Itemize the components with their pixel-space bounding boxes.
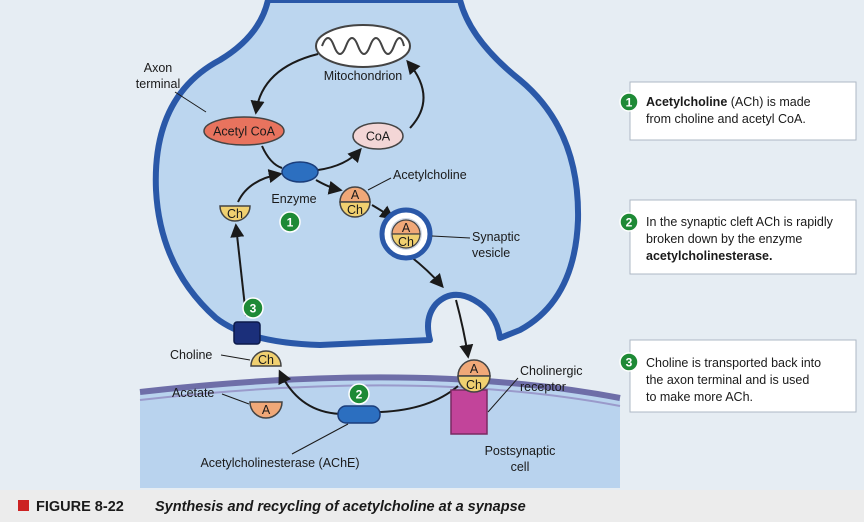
synaptic-vesicle-leader	[431, 235, 471, 239]
arrow-release-to-receptor	[455, 299, 474, 359]
note-3-marker	[619, 352, 639, 372]
cholinergic-receptor	[450, 389, 488, 435]
note-3-line-3: to make more ACh.	[646, 390, 753, 404]
receptor-a-label: A	[470, 362, 479, 376]
acetylcholine-leader	[367, 177, 392, 191]
marker-2-number: 2	[356, 388, 363, 402]
ache-label: Acetylcholinesterase (AChE)	[200, 456, 359, 470]
acetylcholine-label: Acetylcholine	[393, 168, 467, 182]
caption-text: Synthesis and recycling of acetylcholine…	[155, 499, 526, 515]
receptor-bound-ach	[457, 359, 491, 393]
acetate-half	[249, 401, 283, 419]
note-3: 3 Choline is transported back into the a…	[619, 339, 857, 413]
choline-leader	[220, 354, 251, 361]
arrow-enzyme-to-ach	[315, 179, 343, 195]
note-2-line-3: acetylcholinesterase.	[646, 249, 772, 263]
coa-molecule	[352, 122, 404, 150]
note-2-line-1: In the synaptic cleft ACh is rapidly	[646, 215, 834, 229]
note-1-number: 1	[626, 96, 633, 110]
note-1-rest: (ACh) is made	[727, 95, 810, 109]
axon-terminal-leader	[174, 91, 207, 113]
note-2: 2 In the synaptic cleft ACh is rapidly b…	[619, 199, 857, 275]
acetyl-coa-label: Acetyl CoA	[213, 125, 275, 139]
enzyme-molecule	[281, 161, 319, 183]
cholinergic-receptor-leader	[487, 377, 519, 413]
ache-enzyme	[337, 405, 381, 424]
marker-2	[348, 383, 370, 405]
marker-1-number: 1	[287, 216, 294, 230]
note-2-marker	[619, 212, 639, 232]
note-3-number: 3	[626, 356, 633, 370]
acetylcholine-molecule	[339, 186, 371, 218]
arrow-choline-transport	[230, 223, 247, 317]
choline-half-cleft	[250, 350, 282, 367]
caption-figure-number: FIGURE 8-22	[36, 499, 124, 515]
arrow-coa-to-mito	[406, 59, 425, 129]
vesicle-a-label: A	[402, 221, 411, 235]
cholinergic-receptor-label-1: Cholinergic	[520, 364, 583, 378]
postsynaptic-cell-label-1: Postsynaptic	[485, 444, 556, 458]
note-1-marker	[619, 92, 639, 112]
acetate-label: Acetate	[172, 386, 214, 400]
vesicle-ach-top	[391, 219, 421, 235]
note-2-line-2: broken down by the enzyme	[646, 232, 802, 246]
arrow-acetylcoa-to-enzyme	[261, 145, 283, 169]
note-2-number: 2	[626, 216, 633, 230]
note-1-line-2: from choline and acetyl CoA.	[646, 112, 806, 126]
note-3-line-1: Choline is transported back into	[646, 356, 821, 370]
marker-3-number: 3	[250, 302, 257, 316]
acetate-leader	[221, 393, 250, 405]
vesicle-ch-label: Ch	[398, 235, 414, 249]
axon-terminal-label-2: terminal	[136, 77, 180, 91]
marker-3	[242, 297, 264, 319]
arrow-ache-to-choline	[278, 369, 345, 415]
note-1: 1 Acetylcholine (ACh) is made from choli…	[619, 81, 857, 141]
ach-a-label: A	[351, 188, 360, 202]
cholinergic-receptor-label-2: receptor	[520, 380, 566, 394]
choline-cleft-label: Ch	[258, 353, 274, 367]
acetate-a-label: A	[262, 403, 271, 417]
axon-terminal	[152, 0, 582, 348]
choline-half-top	[219, 205, 251, 222]
receptor-ch-label: Ch	[466, 378, 482, 392]
arrow-mito-to-acetylcoa	[250, 53, 319, 115]
synaptic-vesicle-label-2: vesicle	[472, 246, 510, 260]
note-3-line-2: the axon terminal and is used	[646, 373, 809, 387]
axon-terminal-label-1: Axon	[144, 61, 173, 75]
note-1-bold: Acetylcholine	[646, 95, 727, 109]
choline-half-top-label: Ch	[227, 207, 243, 221]
postsynaptic-membrane-inner	[139, 384, 621, 407]
marker-1	[279, 211, 301, 233]
arrow-enzyme-to-coa	[317, 147, 362, 171]
choline-label: Choline	[170, 348, 212, 362]
caption-band	[0, 490, 864, 522]
ache-leader	[291, 423, 349, 455]
note-1-line-1: Acetylcholine (ACh) is made	[646, 95, 811, 109]
acetyl-coa-molecule	[203, 116, 285, 146]
caption-square	[18, 500, 29, 511]
postsynaptic-membrane	[139, 374, 621, 401]
postsynaptic-cell-label-2: cell	[511, 460, 530, 474]
vesicle-ach-bottom	[391, 233, 421, 249]
coa-label: CoA	[366, 130, 391, 144]
arrow-ch-to-enzyme	[237, 169, 283, 203]
ach-ch-label: Ch	[347, 203, 363, 217]
mitochondrion-organelle	[315, 24, 411, 68]
mitochondrion-label: Mitochondrion	[324, 69, 403, 83]
choline-transporter	[233, 321, 261, 345]
synaptic-vesicle-label-1: Synaptic	[472, 230, 520, 244]
enzyme-label: Enzyme	[271, 192, 316, 206]
